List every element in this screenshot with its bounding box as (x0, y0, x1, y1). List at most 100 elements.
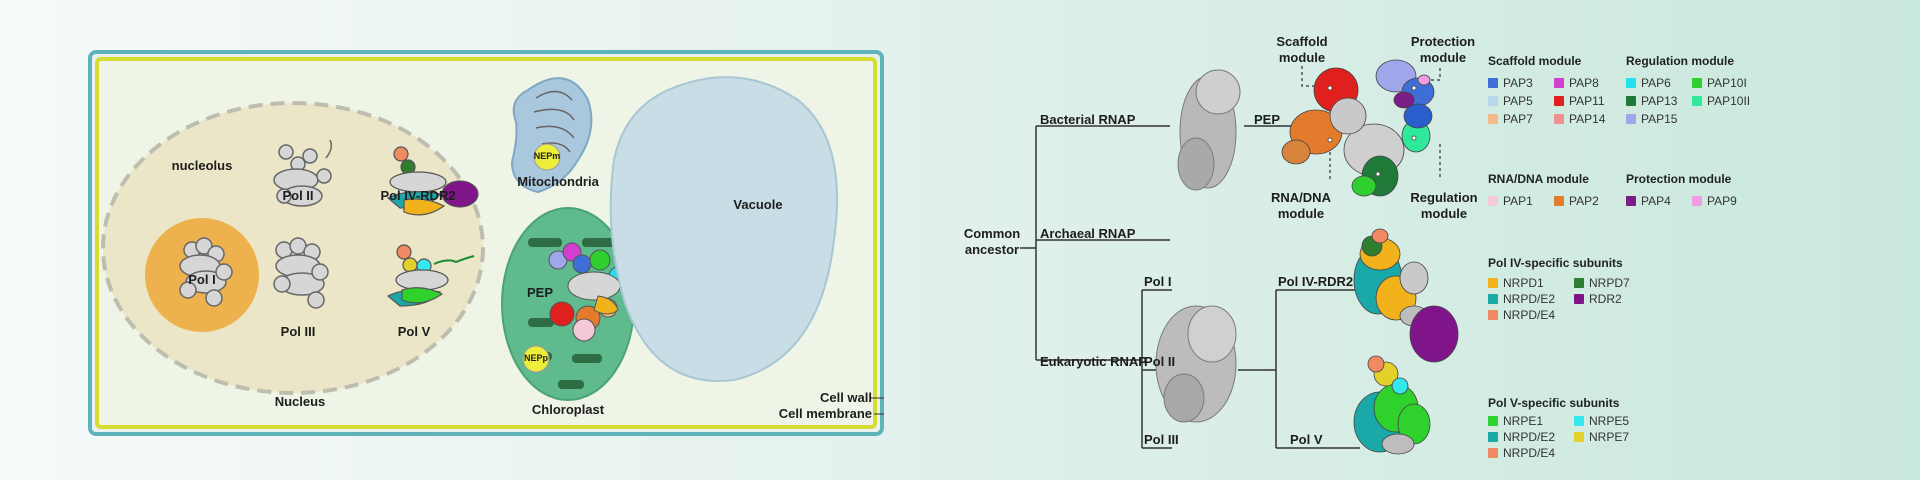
common-ancestor-label: Common ancestor (952, 226, 1032, 258)
legend-rnadna-title: RNA/DNA module (1488, 172, 1589, 186)
legend-item: PAP9 (1692, 194, 1737, 208)
nep-m-marker (533, 143, 561, 171)
protection-module-line1: Protection (1410, 34, 1476, 49)
common-ancestor-line1: Common (963, 226, 1021, 241)
bacterial-rnap-label: Bacterial RNAP (1040, 112, 1136, 127)
archaeal-rnap-label: Archaeal RNAP (1040, 226, 1136, 241)
legend-item: RDR2 (1574, 292, 1622, 306)
legend-label: PAP6 (1641, 76, 1671, 90)
nucleolus-label: nucleolus (171, 158, 233, 173)
legend-label: PAP4 (1641, 194, 1671, 208)
pol-v-complex (386, 244, 475, 307)
legend-item: NRPD/E4 (1488, 446, 1555, 460)
pol-v-structure (1353, 355, 1431, 455)
nep-p-marker (522, 345, 550, 373)
legend-item: PAP11 (1554, 94, 1605, 108)
legend-swatch (1574, 294, 1584, 304)
legend-swatch (1488, 114, 1498, 124)
legend-item: PAP3 (1488, 76, 1533, 90)
legend-item: NRPD7 (1574, 276, 1630, 290)
legend-pol4-title: Pol IV-specific subunits (1488, 256, 1623, 270)
protection-module-line2: module (1419, 50, 1467, 65)
legend-item: PAP10II (1692, 94, 1750, 108)
legend-label: PAP9 (1707, 194, 1737, 208)
legend-item: PAP4 (1626, 194, 1671, 208)
legend-label: PAP13 (1641, 94, 1678, 108)
legend-label: NRPD7 (1589, 276, 1630, 290)
mitochondrion-shape (510, 77, 593, 194)
legend-label: NRPD/E2 (1503, 292, 1556, 306)
legend-label: PAP5 (1503, 94, 1533, 108)
pol-ii-tree-label: Pol II (1144, 354, 1176, 369)
bacterial-rnap-structure (1177, 69, 1241, 191)
cell-wall-label: Cell wall (819, 390, 872, 405)
legend-label: NRPE7 (1589, 430, 1630, 444)
legend-swatch (1574, 416, 1584, 426)
eukaryotic-rnap-label: Eukaryotic RNAP (1040, 354, 1147, 369)
pol-i-label: Pol I (188, 272, 216, 287)
legend-item: NRPD/E2 (1488, 292, 1555, 306)
pol-ii-label: Pol II (282, 188, 314, 203)
pol-i-tree-label: Pol I (1144, 274, 1172, 289)
legend-label: NRPD/E4 (1503, 446, 1556, 460)
legend-swatch (1692, 78, 1702, 88)
pol-iii-tree-label: Pol III (1144, 432, 1179, 447)
common-ancestor-line2: ancestor (964, 242, 1020, 257)
pol-iv-rdr2-complex (386, 146, 479, 216)
legend-swatch (1692, 96, 1702, 106)
vacuole-shape (609, 76, 839, 382)
legend-swatch (1574, 432, 1584, 442)
legend-swatch (1626, 114, 1636, 124)
rna-dna-module-line1: RNA/DNA (1271, 190, 1331, 205)
legend-label: NRPD/E2 (1503, 430, 1556, 444)
legend-swatch (1488, 78, 1498, 88)
legend-swatch (1488, 432, 1498, 442)
mitochondrion-cristae (533, 90, 575, 153)
legend-item: NRPD/E4 (1488, 308, 1555, 322)
pol-iii-complex (273, 237, 329, 309)
legend-item: NRPE1 (1488, 414, 1543, 428)
legend-label: NRPD1 (1503, 276, 1544, 290)
legend-swatch (1554, 78, 1564, 88)
pep-tree-label: PEP (1254, 112, 1281, 127)
vacuole-label: Vacuole (733, 197, 783, 212)
scaffold-module-label: Scaffold module (1262, 34, 1342, 66)
legend-swatch (1488, 310, 1498, 320)
legend-swatch (1692, 196, 1702, 206)
legend-label: NRPE5 (1589, 414, 1630, 428)
legend-label: PAP15 (1641, 112, 1678, 126)
legend-item: PAP10I (1692, 76, 1747, 90)
legend-pol5: Pol V-specific subunits NRPE1 NRPE5 NRPD… (1488, 396, 1668, 466)
legend-item: PAP14 (1554, 112, 1605, 126)
legend-item: PAP7 (1488, 112, 1533, 126)
pol-ii-complex (273, 139, 333, 207)
cell-diagram (88, 50, 884, 436)
legend-label: NRPD/E4 (1503, 308, 1556, 322)
nep-p-label: NEPp (523, 353, 548, 363)
legend-swatch (1574, 278, 1584, 288)
nep-m-label: NEPm (533, 151, 561, 161)
legend-item: PAP13 (1626, 94, 1677, 108)
pep-structure (1281, 59, 1435, 197)
regulation-module-label: Regulation module (1394, 190, 1494, 222)
legend-protection-title: Protection module (1626, 172, 1732, 186)
chloroplast-label: Chloroplast (531, 402, 605, 417)
legend-label: PAP11 (1569, 94, 1605, 108)
legend-item: NRPE5 (1574, 414, 1629, 428)
cell-membrane-label: Cell membrane (778, 406, 872, 421)
legend-scaffold: Scaffold module PAP3 PAP8 PAP5 PAP11 PAP… (1488, 54, 1628, 134)
legend-regulation-title: Regulation module (1626, 54, 1734, 68)
legend-swatch (1488, 96, 1498, 106)
legend-swatch (1488, 448, 1498, 458)
legend-item: PAP1 (1488, 194, 1533, 208)
pol-v-tree-label: Pol V (1290, 432, 1323, 447)
regulation-module-line1: Regulation (1410, 190, 1478, 205)
pol-iv-rdr2-label: Pol IV-RDR2 (380, 188, 456, 203)
legend-item: NRPD/E2 (1488, 430, 1555, 444)
legend-item: PAP2 (1554, 194, 1599, 208)
legend-item: PAP15 (1626, 112, 1677, 126)
nucleus-label: Nucleus (274, 394, 326, 409)
legend-swatch (1488, 278, 1498, 288)
legend-label: PAP10II (1707, 94, 1751, 108)
